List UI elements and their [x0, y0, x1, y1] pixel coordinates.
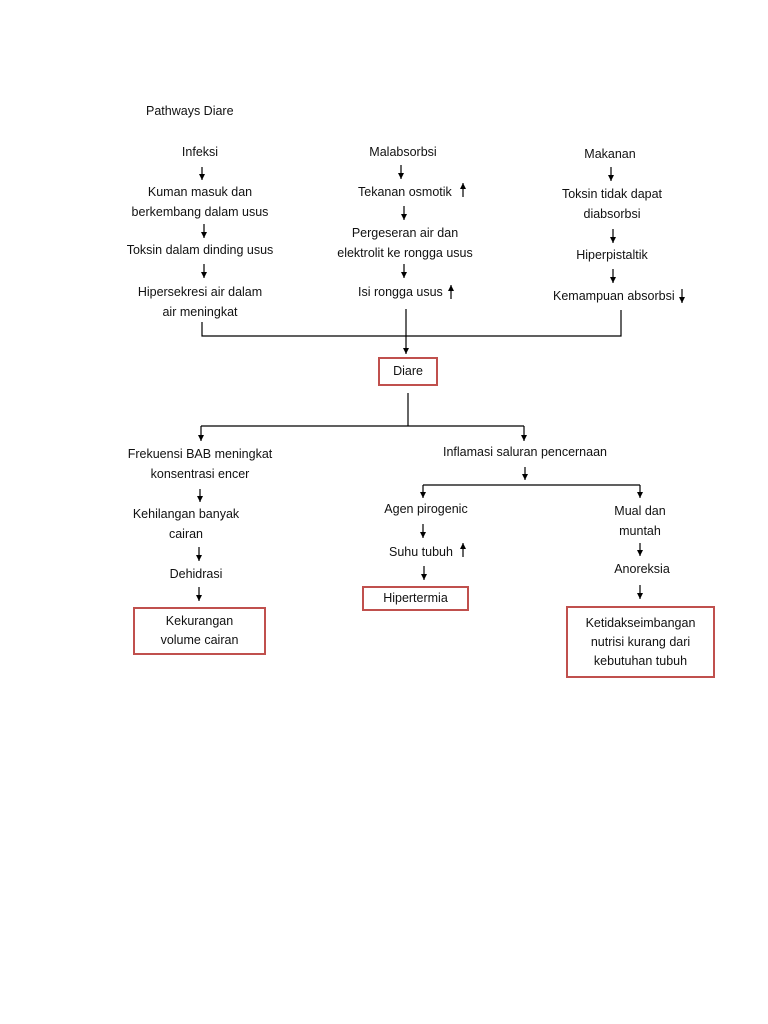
node-malabsorbsi: Malabsorbsi: [369, 145, 437, 159]
node-tekanan-osmotik: Tekanan osmotik: [358, 185, 452, 199]
node-inflamasi: Inflamasi saluran pencernaan: [443, 445, 607, 459]
node-dehidrasi: Dehidrasi: [169, 567, 223, 581]
node-agen-pirogenic: Agen pirogenic: [384, 502, 468, 516]
node-kehilangan-cairan: Kehilangan banyak cairan: [132, 507, 240, 541]
node-isi-rongga-usus: Isi rongga usus: [358, 285, 443, 299]
node-hipersekresi: Hipersekresi air dalam air meningkat: [137, 285, 263, 319]
node-infeksi: Infeksi: [181, 145, 219, 159]
node-anoreksia: Anoreksia: [614, 562, 670, 576]
node-toksin-tidak-dapat: Toksin tidak dapat diabsorbsi: [561, 187, 663, 221]
node-hipertermia: Hipertermia: [362, 586, 469, 611]
node-ketidakseimbangan-nutrisi: Ketidakseimbangan nutrisi kurang dari ke…: [566, 606, 715, 678]
node-pergeseran-air: Pergeseran air dan elektrolit ke rongga …: [337, 226, 473, 260]
node-frekuensi-bab: Frekuensi BAB meningkat konsentrasi ence…: [127, 447, 273, 481]
node-makanan: Makanan: [584, 147, 636, 161]
node-kekurangan-volume-cairan: Kekurangan volume cairan: [133, 607, 266, 655]
node-kuman-masuk: Kuman masuk dan berkembang dalam usus: [131, 185, 269, 219]
node-kemampuan-absorbsi: Kemampuan absorbsi: [553, 289, 675, 303]
node-diare: Diare: [378, 357, 438, 386]
node-toksin-dinding-usus: Toksin dalam dinding usus: [126, 243, 274, 257]
node-hiperpistaltik: Hiperpistaltik: [576, 248, 648, 262]
diagram-title: Pathways Diare: [146, 104, 234, 118]
node-suhu-tubuh: Suhu tubuh: [389, 545, 453, 559]
node-mual-muntah: Mual dan muntah: [614, 504, 666, 538]
